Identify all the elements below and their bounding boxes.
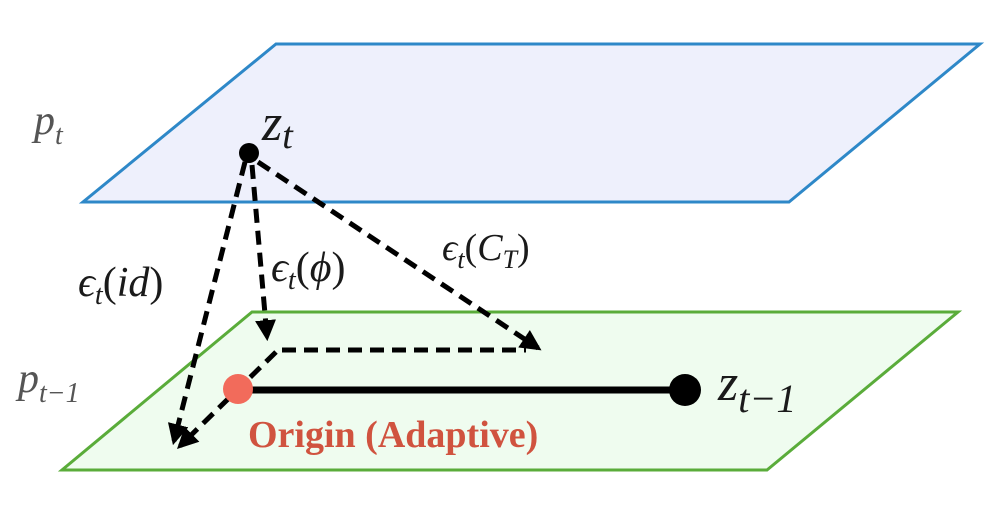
arrow-phi (249, 164, 277, 342)
label-zt1: zt−1 (717, 355, 796, 421)
label-eps-id: ϵt(id) (78, 260, 163, 311)
arrow-id (167, 161, 248, 446)
arrow-ct (256, 159, 542, 351)
label-eps-phi: ϵt(ϕ) (271, 245, 345, 296)
point-origin (223, 374, 253, 404)
label-origin: Origin (Adaptive) (248, 414, 538, 456)
point-zt (239, 143, 259, 163)
point-zt1 (669, 374, 701, 406)
label-zt: zt (261, 95, 294, 157)
label-pt1: pt−1 (15, 356, 80, 409)
label-eps-ct: ϵt(CT) (442, 227, 530, 274)
label-pt: pt (31, 98, 64, 151)
plane-top (78, 42, 985, 204)
